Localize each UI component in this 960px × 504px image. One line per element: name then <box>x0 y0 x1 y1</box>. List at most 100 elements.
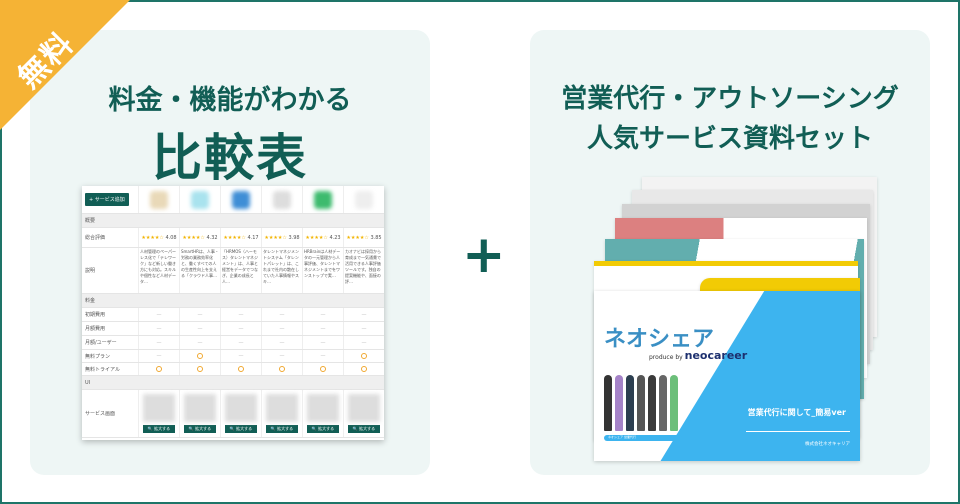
document-set-panel: 営業代行・アウトソーシング 人気サービス資料セット ネオシェア produce … <box>530 30 930 475</box>
star-rating: ★★★★☆ <box>223 234 246 241</box>
row-label: 月額/ユーザー <box>85 340 117 346</box>
service-description: SmartHRは、人事・労務の業務効率化と、働くすべての人の生産性向上を支える「… <box>181 249 219 278</box>
row-label: 総合評価 <box>85 235 106 241</box>
table-cell: — <box>302 336 343 349</box>
add-service-button[interactable]: + サービス追加 <box>85 193 129 206</box>
rating-value: 4.32 <box>206 234 218 241</box>
zoom-button[interactable]: 🔍 拡大する <box>183 425 217 433</box>
table-row: 総合評価★★★★☆ 4.08★★★★☆ 4.32★★★★☆ 4.17★★★★☆ … <box>82 228 384 248</box>
service-logo <box>232 190 250 209</box>
row-label: 無料トライアル <box>85 366 120 373</box>
table-row: 概要 <box>82 214 384 228</box>
zoom-button[interactable]: 🔍 拡大する <box>224 425 258 433</box>
row-label: 料金 <box>85 298 96 304</box>
table-cell: ★★★★☆ 3.98 <box>261 228 302 247</box>
service-screenshot <box>307 394 339 422</box>
service-logo <box>355 190 373 209</box>
dash: — <box>320 311 326 318</box>
table-row: 無料プラン———— <box>82 350 384 363</box>
zoom-button[interactable]: 🔍 拡大する <box>306 425 340 433</box>
table-row: サービス画面🔍 拡大する🔍 拡大する🔍 拡大する🔍 拡大する🔍 拡大する🔍 拡大… <box>82 390 384 438</box>
row-label: 初期費用 <box>85 312 106 318</box>
neocareer-logo: neocareer <box>684 349 748 362</box>
brochure-cover: ネオシェア produce by neocareer ネオシェア 営業代行 営業… <box>594 291 860 461</box>
table-cell: — <box>343 308 384 321</box>
service-logo <box>191 190 209 209</box>
table-cell: — <box>220 350 261 362</box>
table-cell: — <box>302 308 343 321</box>
dash: — <box>238 311 244 318</box>
available-circle-icon <box>361 366 367 372</box>
dash: — <box>279 311 285 318</box>
service-description: 人材管理のペーパーレス化で「テレワーク」など新しい働き方にも対応。スキルや個性な… <box>140 249 176 284</box>
table-cell: — <box>261 336 302 349</box>
table-row: UI <box>82 376 384 390</box>
dash: — <box>320 325 326 332</box>
table-cell: カオナビは採用から育成まで一気通貫で活用できる人事評価ツールです。独自の提案機能… <box>343 248 384 293</box>
table-cell: 🔍 拡大する <box>261 390 302 437</box>
table-cell: タレントマネジメントシステム「タレントパレット」は、これまで社内の散在していた人… <box>261 248 302 293</box>
dash: — <box>156 325 162 332</box>
table-row: 月額費用—————— <box>82 322 384 336</box>
available-circle-icon <box>320 366 326 372</box>
row-label: + サービス追加 <box>82 186 138 213</box>
table-cell: — <box>138 308 179 321</box>
row-label: UI <box>85 379 91 386</box>
comparison-table: + サービス追加概要総合評価★★★★☆ 4.08★★★★☆ 4.32★★★★☆ … <box>82 186 384 440</box>
star-rating: ★★★★☆ <box>141 234 164 241</box>
dash: — <box>279 325 285 332</box>
table-cell: — <box>261 308 302 321</box>
service-screenshot <box>143 394 175 422</box>
produce-by: produce by neocareer <box>649 349 748 362</box>
zoom-button[interactable]: 🔍 拡大する <box>347 425 381 433</box>
table-cell: 🔍 拡大する <box>138 390 179 437</box>
dash: — <box>320 339 326 346</box>
service-screenshot <box>266 394 298 422</box>
table-cell <box>261 186 302 213</box>
left-title-line2: 比較表 <box>152 129 308 187</box>
rating-value: 4.08 <box>165 234 177 241</box>
table-cell: 🔍 拡大する <box>343 390 384 437</box>
row-label: 月額費用 <box>85 326 106 332</box>
table-cell <box>343 350 384 362</box>
table-cell <box>302 186 343 213</box>
available-circle-icon <box>156 366 162 372</box>
table-row: 無料トライアル <box>82 363 384 376</box>
service-logo <box>150 190 168 209</box>
table-cell: ★★★★☆ 3.85 <box>343 228 384 247</box>
table-cell: — <box>302 350 343 362</box>
table-cell: — <box>138 322 179 335</box>
table-cell <box>302 363 343 375</box>
table-cell: ★★★★☆ 4.08 <box>138 228 179 247</box>
star-rating: ★★★★☆ <box>305 234 328 241</box>
free-badge: 無料 <box>0 0 130 130</box>
table-cell: — <box>343 336 384 349</box>
right-title-line2: 人気サービス資料セット <box>586 124 873 154</box>
table-cell: ★★★★☆ 4.23 <box>302 228 343 247</box>
table-cell <box>179 350 220 362</box>
dash: — <box>156 353 162 359</box>
table-row: 月額/ユーザー — — — — — — <box>82 336 384 350</box>
table-cell: — <box>179 336 220 349</box>
table-cell: 🔍 拡大する <box>302 390 343 437</box>
table-cell <box>343 363 384 375</box>
row-label: 無料プラン <box>85 353 111 360</box>
dash: — <box>156 339 162 346</box>
comparison-panel: 料金・機能がわかる 比較表 + サービス追加概要総合評価★★★★☆ 4.08★★… <box>30 30 430 475</box>
zoom-button[interactable]: 🔍 拡大する <box>142 425 176 433</box>
table-cell: — <box>220 308 261 321</box>
table-row: + サービス追加 <box>82 186 384 214</box>
table-cell <box>343 186 384 213</box>
table-cell: — <box>138 336 179 349</box>
dash: — <box>197 339 203 346</box>
table-cell: — <box>220 322 261 335</box>
zoom-button[interactable]: 🔍 拡大する <box>265 425 299 433</box>
right-title-line1: 営業代行・アウトソーシング <box>561 84 899 114</box>
dash: — <box>156 311 162 318</box>
table-cell: 人材管理のペーパーレス化で「テレワーク」など新しい働き方にも対応。スキルや個性な… <box>138 248 179 293</box>
dash: — <box>238 339 244 346</box>
table-row: 初期費用—————— <box>82 308 384 322</box>
service-description: HRBrainは人材データの一元管理から人事評価、タレントマネジメントまでをワン… <box>304 249 341 278</box>
star-rating: ★★★★☆ <box>346 234 369 241</box>
